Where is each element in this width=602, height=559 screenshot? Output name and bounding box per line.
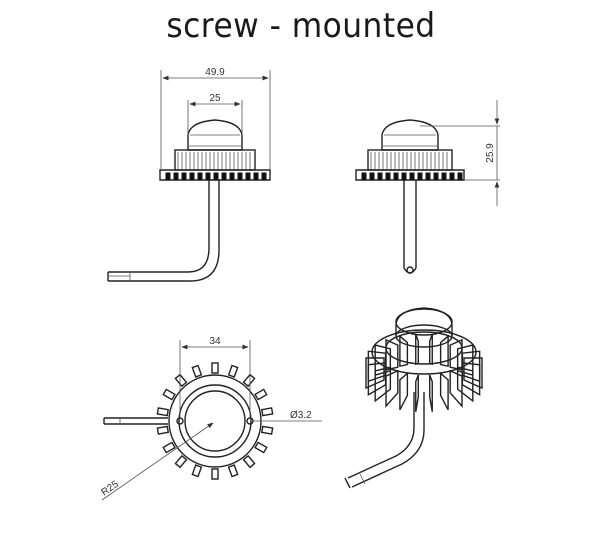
cable-outer	[108, 180, 210, 273]
base-flange	[159, 169, 271, 181]
heatsink-body	[174, 149, 256, 171]
mount-hole-right	[246, 417, 254, 425]
height-label: 25.9	[485, 143, 496, 163]
radius-label: R25	[99, 479, 121, 499]
isometric-view	[344, 307, 483, 489]
cable-inner	[108, 180, 220, 282]
front-view: 49.9 25	[107, 67, 271, 282]
lens-circle	[184, 390, 246, 452]
overall-width-label: 49.9	[205, 67, 225, 78]
iso-lens	[395, 307, 453, 336]
radial-fins	[156, 362, 274, 480]
mount-hole-left	[176, 417, 184, 425]
drawing-title: screw - mounted	[166, 6, 436, 46]
heatsink-fins	[177, 152, 251, 170]
body-width-label: 25	[209, 93, 221, 104]
radius-leader	[101, 422, 214, 501]
iso-top-plate	[371, 329, 477, 375]
middle-ring	[178, 384, 252, 458]
iso-cable-outer	[347, 392, 415, 479]
top-view: 34 Ø3.2 R25	[99, 336, 322, 501]
side-view: 25.9	[355, 100, 500, 274]
side-lens-dome	[381, 119, 439, 151]
hole-diameter-label: Ø3.2	[290, 410, 312, 421]
cable-end	[406, 266, 414, 274]
lens-dome	[187, 119, 243, 151]
mount-spacing-label: 34	[209, 336, 221, 347]
